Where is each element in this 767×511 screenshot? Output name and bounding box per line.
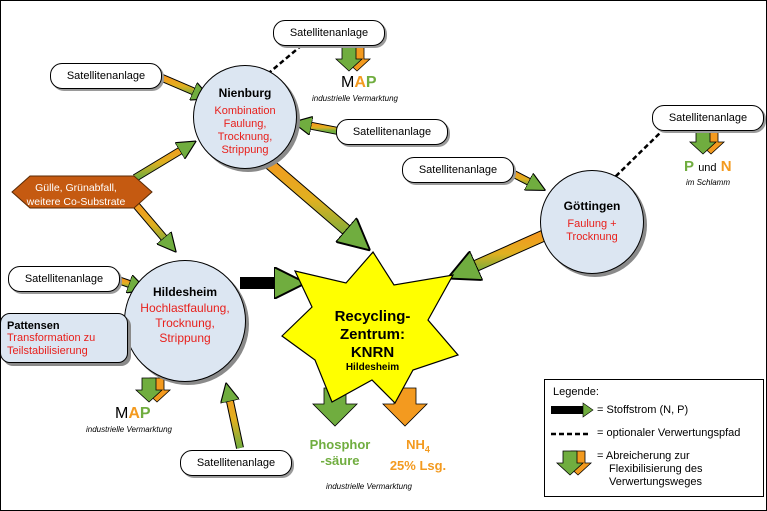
process-line: Hochlastfaulung, (140, 301, 230, 315)
node-nienburg: Nienburg Kombination Faulung, Trocknung,… (193, 65, 297, 169)
recycling-center-star (281, 251, 460, 404)
nh4-prefix: NH (406, 437, 425, 452)
arrow-sat-to-hildesheim-bottom (228, 392, 244, 449)
process-line: Teilstabilisierung (7, 345, 88, 357)
recycling-center-label: Recycling- Zentrum: KNRN Hildesheim (300, 308, 445, 373)
satellite-pill-left-top: Satellitenanlage (50, 63, 162, 89)
pn-letter-n: N (720, 158, 732, 175)
center-title-line: Zentrum: (340, 326, 405, 343)
arrow-nienburg-to-center (261, 155, 358, 240)
node-title: Hildesheim (152, 285, 218, 299)
stoffstrom-arrows (110, 73, 548, 449)
nh4-product: NH4 25% Lsg. (380, 437, 456, 474)
node-hildesheim: Hildesheim Hochlastfaulung, Trocknung, S… (124, 260, 246, 382)
legend-stoffstrom-label: = Stoffstrom (N, P) (597, 404, 689, 416)
legend-optional-label: = optionaler Verwertungspfad (597, 427, 741, 439)
map-letter-m: M (115, 405, 129, 422)
map-letter-p: P (139, 405, 151, 422)
map-letter-a: A (354, 74, 366, 91)
pn-product: P und N (684, 158, 732, 175)
arrow-goettingen-to-center (462, 229, 548, 272)
phosphor-line: Phosphor (309, 437, 371, 452)
legend-title: Legende: (553, 386, 599, 398)
map-letter-p: P (365, 74, 377, 91)
legend-enrichment-icon (555, 450, 593, 476)
satellite-pill-hildesheim-left: Satellitenanlage (8, 266, 120, 292)
enrichment-arrow-nienburg (334, 44, 372, 72)
cosubstrate-hexagon (11, 175, 153, 209)
center-title-line: KNRN (350, 344, 395, 361)
legend-enrichment-line: Flexibilisierung des (609, 463, 703, 475)
map-caption-bottom: industrielle Vermarktung (86, 425, 172, 434)
arrow-sat-to-goettingen (508, 168, 537, 186)
enrichment-arrow-hildesheim (134, 377, 172, 403)
process-line: Faulung + (567, 218, 617, 230)
arrow-cosubstrate-to-hildesheim (132, 202, 170, 245)
satellite-pill-top: Satellitenanlage (273, 20, 385, 46)
enrichment-arrow-goettingen (688, 129, 726, 155)
cosubstrate-line: weitere Co-Substrate (26, 196, 126, 208)
legend-enrichment-line: = Abreicherung zur (597, 450, 690, 462)
map-product-bottom: MAP (115, 405, 151, 423)
satellite-pill-goettingen-top: Satellitenanlage (652, 105, 764, 131)
satellite-pill-bottom: Satellitenanlage (180, 450, 292, 476)
center-subtitle: Hildesheim (345, 362, 400, 373)
node-title: Göttingen (563, 199, 621, 213)
process-line: Trocknung (566, 231, 618, 243)
node-goettingen: Göttingen Faulung + Trocknung (540, 170, 644, 274)
map-product-top: MAP (341, 74, 377, 92)
legend-enrichment-label: = Abreicherung zur Flexibilisierung des … (597, 450, 703, 489)
map-caption-top: industrielle Vermarktung (312, 94, 398, 103)
arrow-cosubstrate-to-nienburg (132, 146, 188, 182)
nh4-line: 25% Lsg. (389, 457, 447, 473)
pn-und: und (698, 162, 717, 174)
process-line: Transformation zu (7, 332, 96, 344)
process-line: Strippung (221, 144, 269, 156)
process-line: Trocknung, (155, 316, 215, 330)
satellite-pill-goettingen-left: Satellitenanlage (402, 157, 514, 183)
process-line: Trocknung, (217, 131, 273, 143)
arrow-sat-to-nienburg-right (302, 124, 339, 131)
legend-enrichment-line: Verwertungsweges (609, 476, 702, 488)
node-pattensen: Pattensen Transformation zu Teilstabilis… (0, 313, 128, 363)
legend-stoffstrom-icon (551, 402, 594, 418)
map-letter-m: M (341, 74, 355, 91)
node-title: Pattensen (7, 320, 60, 332)
pn-caption: im Schlamm (686, 178, 731, 187)
nh4-subscript: 4 (424, 444, 430, 455)
center-title-line: Recycling- (334, 308, 411, 325)
cosubstrate-line: Gülle, Grünabfall, (35, 182, 117, 194)
process-line: Faulung, (223, 118, 267, 130)
legend-optional-icon (551, 432, 589, 436)
center-caption: industrielle Vermarktung (326, 482, 412, 491)
arrow-sat-to-nienburg-left (158, 73, 202, 95)
process-line: Strippung (159, 331, 211, 345)
optional-paths (269, 44, 666, 181)
process-line: Kombination (214, 105, 276, 117)
legend-box: Legende: = Stoffstrom (N, P) = optionale… (544, 379, 764, 497)
phosphor-line: -säure (320, 453, 360, 468)
map-letter-a: A (128, 405, 140, 422)
phosphor-product: Phosphor -säure (300, 437, 380, 469)
cosubstrate-label: Gülle, Grünabfall, weitere Co-Substrate (12, 181, 140, 209)
pn-letter-p: P (684, 158, 695, 175)
satellite-pill-nienburg-right: Satellitenanlage (336, 119, 448, 145)
node-title: Nienburg (218, 86, 272, 100)
